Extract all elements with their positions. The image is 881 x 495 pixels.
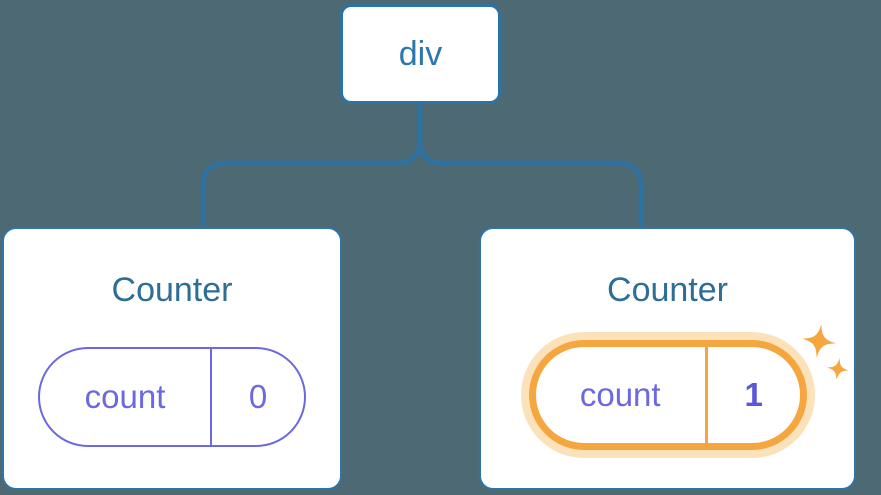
sparkle-small-icon <box>827 358 849 379</box>
state-pill: count 0 <box>38 347 306 447</box>
state-label: count <box>40 349 213 445</box>
state-value: 0 <box>248 378 268 415</box>
counter-card-left: Counter count 0 <box>2 227 342 490</box>
sparkle-large-icon <box>802 324 836 358</box>
state-pill-highlighted: count 1 <box>528 340 807 450</box>
root-node-label: div <box>398 34 443 73</box>
connector-right-branch <box>417 100 644 228</box>
state-value: 1 <box>744 376 763 413</box>
state-label: count <box>536 347 708 443</box>
root-node-div: div <box>340 4 501 104</box>
counter-title: Counter <box>607 271 728 309</box>
counter-card-right: Counter count 1 <box>479 227 856 490</box>
connector-left-branch <box>200 100 423 228</box>
counter-title: Counter <box>111 271 233 309</box>
